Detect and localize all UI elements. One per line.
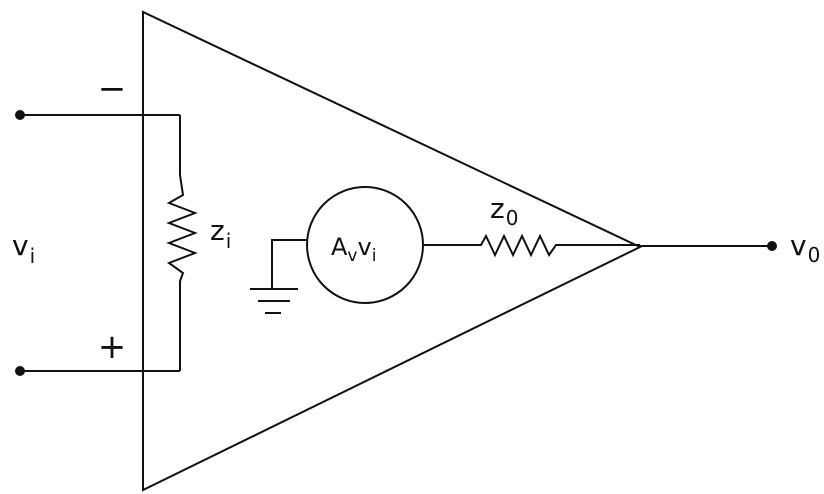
dependent-source-label: Avvi — [331, 233, 376, 266]
input-variable-subscript: i — [372, 246, 377, 266]
input-voltage-sub: i — [30, 244, 36, 268]
output-voltage-sub: 0 — [808, 243, 821, 267]
input-voltage-label: vi — [12, 229, 35, 268]
output-impedance-label: z0 — [490, 192, 518, 230]
input-voltage-main: v — [12, 229, 29, 262]
inverting-input-terminal — [15, 110, 25, 120]
input-impedance-main: z — [210, 214, 225, 247]
output-impedance-resistor — [423, 233, 640, 258]
input-impedance-sub: i — [226, 229, 232, 253]
input-impedance-resistor — [166, 115, 198, 371]
minus-sign-label: − — [98, 69, 127, 109]
gain-symbol: A — [331, 233, 348, 261]
input-impedance-label: zi — [210, 214, 231, 253]
ground-wire — [271, 239, 307, 289]
non-inverting-input-terminal — [15, 366, 25, 376]
input-variable: v — [357, 233, 371, 261]
output-impedance-main: z — [490, 192, 505, 225]
plus-sign-label: + — [98, 327, 127, 367]
output-voltage-main: v — [790, 229, 807, 262]
output-terminal — [767, 241, 777, 251]
amplifier-triangle — [142, 10, 643, 492]
output-voltage-label: v0 — [790, 229, 820, 267]
output-impedance-sub: 0 — [506, 206, 519, 230]
gain-subscript: v — [347, 246, 357, 266]
